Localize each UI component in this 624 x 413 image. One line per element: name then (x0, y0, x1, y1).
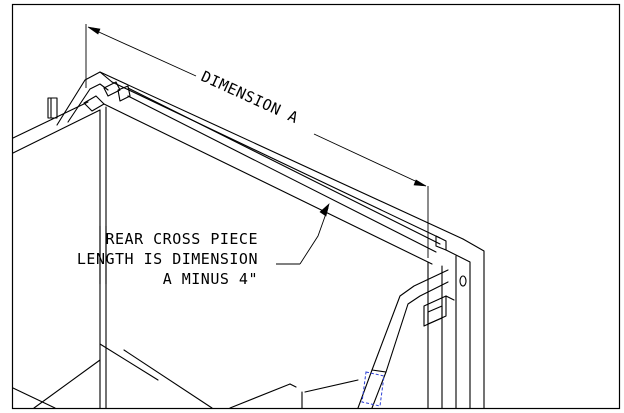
note-mask (160, 226, 276, 284)
note-line-3: A MINUS 4" (163, 270, 258, 288)
note-line-2: LENGTH IS DIMENSION (77, 250, 258, 268)
right-corner-post (427, 238, 485, 409)
note-line-1: REAR CROSS PIECE (106, 230, 259, 248)
lower-frame (33, 343, 359, 409)
dimension-arrow-right (413, 179, 427, 187)
leader-arrow (319, 203, 330, 217)
dimension-label: DIMENSION A (198, 67, 301, 127)
dimension-a: DIMENSION A (85, 24, 429, 258)
right-handle (357, 269, 455, 409)
dimension-arrow-left (87, 26, 101, 35)
left-handle-bracket (47, 71, 121, 126)
drawing-frame (11, 3, 621, 410)
